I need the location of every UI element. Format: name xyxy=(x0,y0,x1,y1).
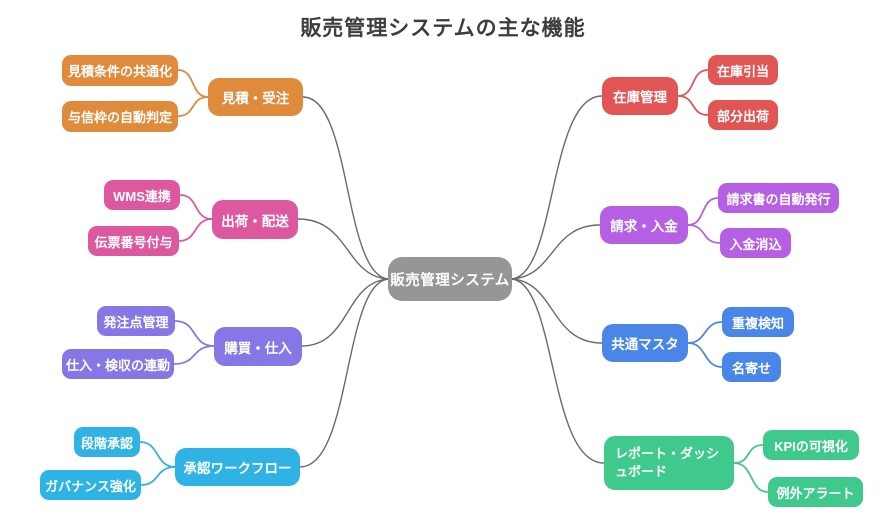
leaf-slip-number-assignment: 伝票番号付与 xyxy=(88,226,179,256)
connector-center-to-report xyxy=(510,278,605,464)
connector-governance xyxy=(140,466,176,486)
connector-center-to-purchasing xyxy=(301,278,390,347)
connector-payment-reconciliation xyxy=(687,224,721,244)
leaf-auto-invoice-issue: 請求書の自動発行 xyxy=(718,183,839,213)
connector-auto-invoice xyxy=(687,197,719,226)
leaf-reorder-point-management: 発注点管理 xyxy=(97,306,175,336)
leaf-exception-alert: 例外アラート xyxy=(768,477,863,507)
leaf-payment-reconciliation: 入金消込 xyxy=(720,228,791,258)
leaf-credit-limit-auto-judgement: 与信枠の自動判定 xyxy=(62,101,178,132)
connector-partial-shipment xyxy=(677,95,709,116)
connector-reorder-point xyxy=(174,320,215,347)
branch-inventory-management: 在庫管理 xyxy=(602,77,678,115)
branch-approval-workflow: 承認ワークフロー xyxy=(175,448,300,486)
connector-center-to-billing xyxy=(510,224,601,280)
leaf-wms-integration: WMS連携 xyxy=(104,180,180,210)
connector-exception-alert xyxy=(733,462,769,493)
connector-center-to-inventory xyxy=(510,95,603,280)
branch-purchasing: 購買・仕入 xyxy=(214,327,302,366)
leaf-governance-strengthening: ガバナンス強化 xyxy=(40,470,141,500)
connector-purchase-inspection xyxy=(173,345,215,365)
leaf-inventory-allocation: 在庫引当 xyxy=(708,55,778,85)
branch-common-master: 共通マスタ xyxy=(602,324,688,362)
center-node-sales-management-system: 販売管理システム xyxy=(388,257,512,301)
connector-center-to-shipping xyxy=(297,218,390,280)
branch-quote-order: 見積・受注 xyxy=(208,78,303,116)
connector-center-to-quote-order xyxy=(302,96,390,280)
connector-quote-condition xyxy=(177,69,209,98)
connector-stepwise-approval xyxy=(139,441,176,468)
branch-billing-payment: 請求・入金 xyxy=(600,206,688,244)
connector-wms xyxy=(179,194,213,220)
connector-center-to-master xyxy=(510,278,603,344)
connector-kpi xyxy=(733,444,764,464)
leaf-partial-shipment: 部分出荷 xyxy=(708,100,778,130)
connector-center-to-approval xyxy=(299,278,390,468)
branch-shipping-delivery: 出荷・配送 xyxy=(212,200,298,239)
branch-report-dashboard: レポート・ダッシュボード xyxy=(604,436,734,490)
leaf-stepwise-approval: 段階承認 xyxy=(74,427,140,457)
leaf-duplicate-detection: 重複検知 xyxy=(722,307,794,337)
leaf-kpi-visualization: KPIの可視化 xyxy=(763,430,859,460)
connector-duplicate-detection xyxy=(687,321,723,344)
connector-inventory-allocation xyxy=(677,69,709,97)
connector-name-merging xyxy=(687,342,723,368)
leaf-purchase-inspection-linkage: 仕入・検収の連動 xyxy=(62,349,174,379)
connector-slip-number xyxy=(178,218,213,242)
connector-credit-limit xyxy=(177,96,209,117)
leaf-name-merging: 名寄せ xyxy=(722,352,781,382)
leaf-quote-condition-sharing: 見積条件の共通化 xyxy=(62,55,178,86)
page-title: 販売管理システムの主な機能 xyxy=(300,17,586,40)
